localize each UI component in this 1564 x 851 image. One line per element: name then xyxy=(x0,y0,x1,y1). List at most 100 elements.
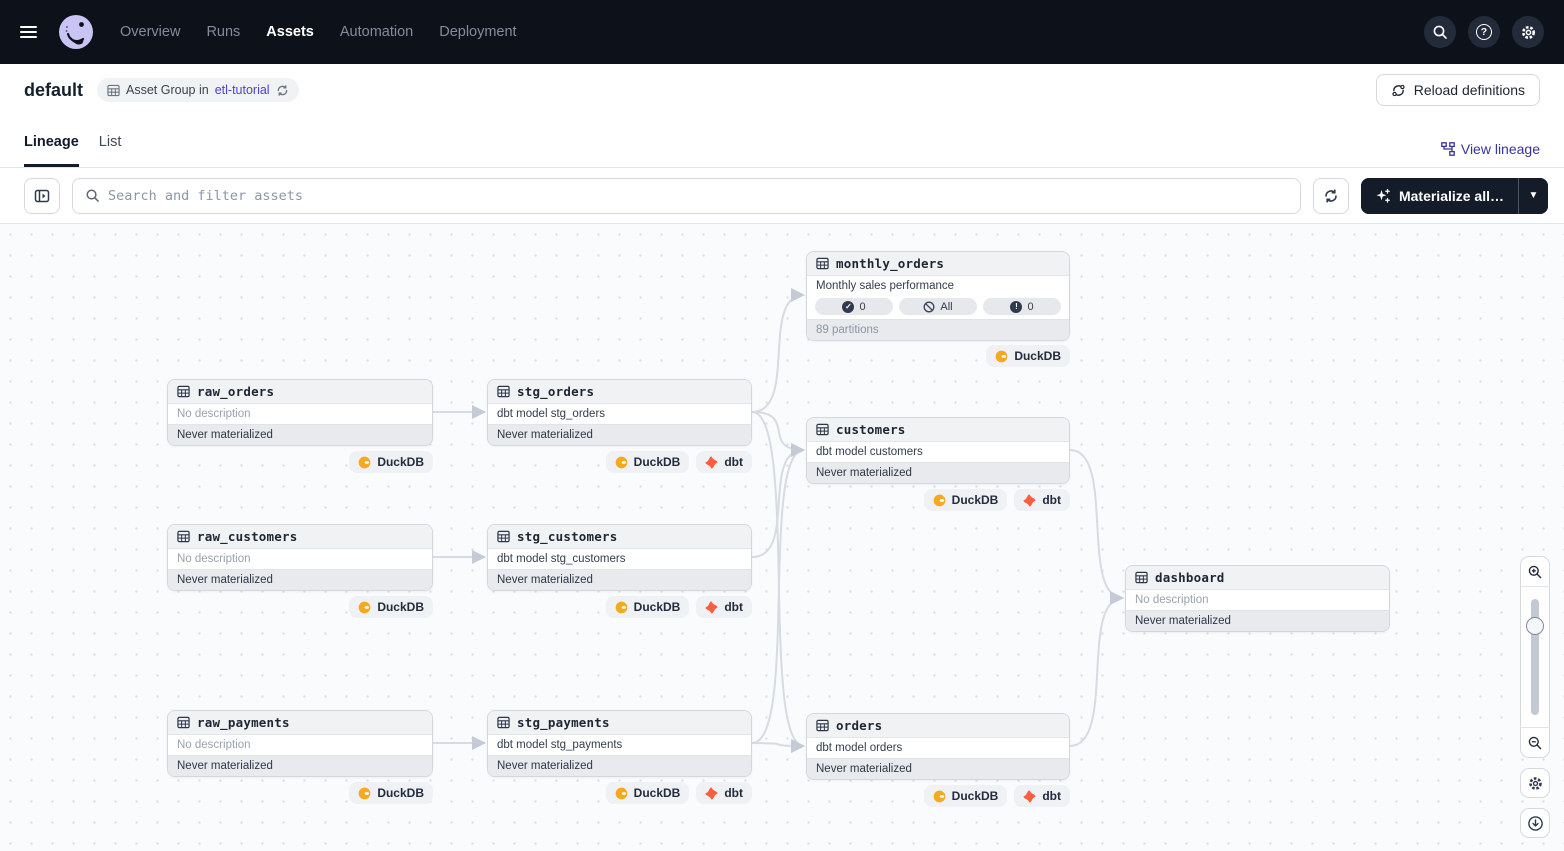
refresh-icon-button[interactable] xyxy=(1312,177,1349,214)
table-icon xyxy=(816,719,829,732)
help-icon[interactable]: ? xyxy=(1468,16,1500,48)
asset-description: dbt model stg_customers xyxy=(497,553,626,565)
asset-description: No description xyxy=(177,408,251,420)
asset-status: 89 partitions xyxy=(807,319,1069,340)
asset-node-header: stg_payments xyxy=(488,711,751,735)
edge-customers-to-dashboard xyxy=(1069,449,1124,605)
etl-tutorial-link[interactable]: etl-tutorial xyxy=(214,83,270,97)
kind-badge-dbt[interactable]: dbt xyxy=(696,782,752,804)
asset-status: Never materialized xyxy=(168,424,432,445)
kind-badge-duckdb[interactable]: DuckDB xyxy=(986,345,1070,367)
materialize-all-button[interactable]: Materialize all… xyxy=(1360,177,1518,214)
kind-badge-row: DuckDB dbt xyxy=(487,782,752,804)
duckdb-icon xyxy=(995,350,1008,362)
kind-badge-duckdb[interactable]: DuckDB xyxy=(923,489,1008,511)
tab-list[interactable]: List xyxy=(98,133,122,150)
panel-toggle-icon[interactable] xyxy=(24,177,60,214)
dagster-logo[interactable] xyxy=(58,14,94,50)
zoom-slider-thumb[interactable] xyxy=(1526,617,1544,635)
kind-badge-duckdb[interactable]: DuckDB xyxy=(349,596,433,618)
kind-badge-duckdb[interactable]: DuckDB xyxy=(605,451,690,473)
nav-item-deployment[interactable]: Deployment xyxy=(439,24,517,40)
edge-stg_payments-to-orders xyxy=(751,738,805,753)
tab-lineage[interactable]: Lineage xyxy=(24,116,79,167)
menu-icon[interactable] xyxy=(20,20,44,44)
duckdb-icon xyxy=(615,601,628,613)
partition-pill[interactable]: ✓0 xyxy=(815,298,893,315)
asset-status: Never materialized xyxy=(488,755,751,776)
duckdb-icon xyxy=(933,494,946,506)
question-glyph: ? xyxy=(1476,24,1492,40)
asset-description: dbt model stg_payments xyxy=(497,739,623,751)
partition-pill[interactable]: !0 xyxy=(983,298,1061,315)
asset-title: orders xyxy=(836,718,883,733)
kind-badge-duckdb[interactable]: DuckDB xyxy=(349,782,433,804)
asset-status: Never materialized xyxy=(807,462,1069,483)
nav-item-automation[interactable]: Automation xyxy=(339,24,414,40)
nav-item-overview[interactable]: Overview xyxy=(120,24,181,40)
asset-description: dbt model customers xyxy=(816,446,923,458)
kind-badge-dbt[interactable]: dbt xyxy=(1014,785,1070,807)
graph-settings-gear-icon[interactable] xyxy=(1520,768,1550,798)
download-icon[interactable] xyxy=(1520,808,1550,838)
primary-nav: Overview Runs Assets Automation Deployment xyxy=(120,24,517,40)
kind-badge-duckdb[interactable]: DuckDB xyxy=(923,785,1008,807)
partition-pill[interactable]: All xyxy=(899,298,977,315)
asset-title: customers xyxy=(836,422,906,437)
tabs-row: Lineage List View lineage xyxy=(0,116,1564,168)
search-icon[interactable] xyxy=(1424,16,1456,48)
duckdb-icon xyxy=(358,601,371,613)
sparkle-icon xyxy=(1376,188,1390,203)
reload-definitions-button[interactable]: Reload definitions xyxy=(1375,74,1540,106)
asset-group-label: Asset Group in xyxy=(126,83,209,97)
materialize-dropdown-caret[interactable]: ▼ xyxy=(1518,177,1548,214)
page-header: default Asset Group in etl-tutorial Relo… xyxy=(0,64,1564,116)
zoom-out-icon[interactable] xyxy=(1520,727,1550,757)
kind-badge-duckdb[interactable]: DuckDB xyxy=(349,451,433,473)
kind-badge-row: DuckDB xyxy=(806,345,1070,367)
zoom-slider-track[interactable] xyxy=(1531,599,1539,715)
edge-stg_payments-to-customers xyxy=(751,443,805,744)
nav-item-runs[interactable]: Runs xyxy=(206,24,241,40)
asset-node-header: stg_customers xyxy=(488,525,751,549)
table-icon xyxy=(497,530,510,543)
asset-status: Never materialized xyxy=(168,755,432,776)
nav-item-assets[interactable]: Assets xyxy=(266,24,314,40)
asset-status: Never materialized xyxy=(488,424,751,445)
view-lineage-link[interactable]: View lineage xyxy=(1441,141,1540,167)
duckdb-icon xyxy=(358,787,371,799)
kind-badge-duckdb[interactable]: DuckDB xyxy=(605,782,690,804)
search-input[interactable] xyxy=(108,187,1288,204)
kind-badge-dbt[interactable]: dbt xyxy=(696,596,752,618)
table-icon xyxy=(177,530,190,543)
check-circle-icon: ✓ xyxy=(842,300,855,313)
asset-title: raw_customers xyxy=(197,529,298,544)
kind-badge-duckdb[interactable]: DuckDB xyxy=(605,596,690,618)
table-icon xyxy=(816,257,829,270)
edge-stg_orders-to-customers xyxy=(751,411,805,457)
asset-status: Never materialized xyxy=(807,758,1069,779)
kind-badge-dbt[interactable]: dbt xyxy=(1014,489,1070,511)
page-title: default xyxy=(24,79,84,100)
duckdb-icon xyxy=(933,790,946,802)
zoom-in-icon[interactable] xyxy=(1520,557,1550,587)
refresh-icon[interactable] xyxy=(276,84,289,97)
kind-badge-dbt[interactable]: dbt xyxy=(696,451,752,473)
materialize-split-button: Materialize all… ▼ xyxy=(1360,177,1548,214)
table-icon xyxy=(177,716,190,729)
asset-title: monthly_orders xyxy=(836,256,945,271)
settings-gear-icon[interactable] xyxy=(1512,16,1544,48)
table-icon xyxy=(497,385,510,398)
edge-orders-to-dashboard xyxy=(1069,591,1124,747)
